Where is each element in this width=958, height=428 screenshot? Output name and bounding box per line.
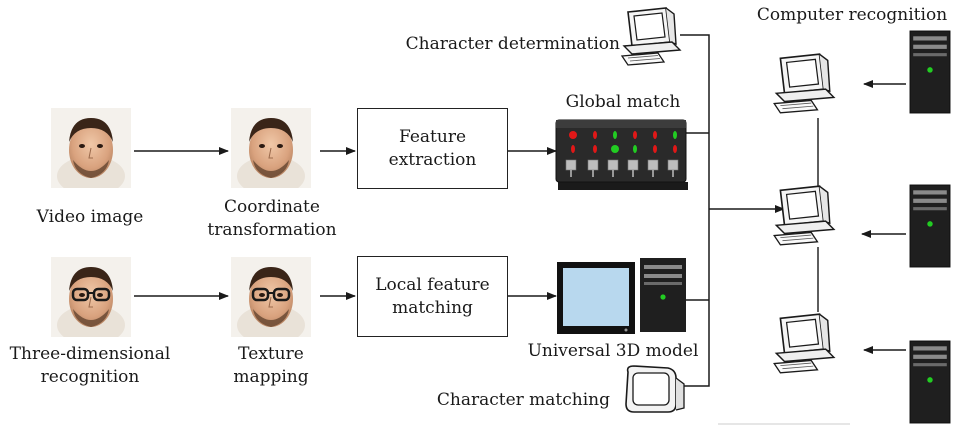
bottom-divider bbox=[718, 423, 850, 425]
label-video-image: Video image bbox=[36, 207, 144, 227]
label-character-matching: Character matching bbox=[436, 390, 610, 410]
local-feature-matching-box: Local feature matching bbox=[357, 256, 508, 337]
server-2-icon bbox=[909, 184, 951, 268]
label-computer-recognition: Computer recognition bbox=[756, 5, 948, 25]
label-character-determination: Character determination bbox=[405, 34, 620, 54]
coordinate-face-icon bbox=[231, 108, 311, 188]
computer-recognition-pc-1-icon bbox=[773, 53, 835, 114]
label-universal-3d-model: Universal 3D model bbox=[527, 341, 699, 361]
label-texture-mapping: Texture mapping bbox=[233, 344, 309, 387]
server-1-icon bbox=[909, 30, 951, 114]
universal-3d-model-computer-icon bbox=[557, 258, 686, 334]
computer-recognition-pc-3-icon bbox=[773, 313, 835, 374]
video-image-face-icon bbox=[51, 108, 131, 188]
server-3-icon bbox=[909, 340, 951, 424]
computer-recognition-pc-2-icon bbox=[773, 185, 835, 246]
texture-face-icon bbox=[231, 257, 311, 345]
character-determination-pc-icon bbox=[621, 7, 681, 66]
bus-line bbox=[680, 34, 710, 387]
character-matching-monitor-icon bbox=[625, 365, 685, 413]
global-match-device-icon bbox=[555, 119, 688, 190]
label-coordinate-transformation: Coordinate transformation bbox=[207, 197, 337, 240]
label-three-dimensional-recognition: Three-dimensional recognition bbox=[9, 344, 171, 387]
feature-extraction-box: Feature extraction bbox=[357, 108, 508, 189]
label-global-match: Global match bbox=[565, 92, 681, 112]
3d-recognition-face-icon bbox=[51, 257, 131, 345]
